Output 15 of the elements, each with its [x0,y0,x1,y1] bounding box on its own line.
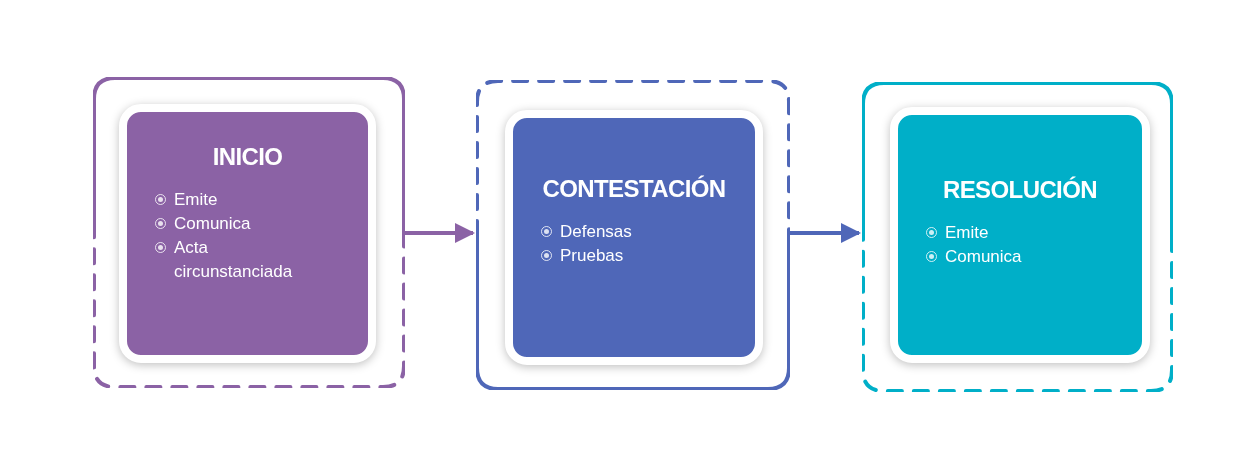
bullet-text: Pruebas [560,245,624,267]
bullet-text: Comunica [174,213,251,235]
arrow [790,223,861,243]
bullet-text: Emite [945,222,989,244]
stage-title: RESOLUCIÓN [943,175,1097,205]
bullet-text: Comunica [945,246,1022,268]
stage-title: INICIO [212,142,283,172]
bullet-text: Defensas [560,221,632,243]
frame-box [93,77,405,388]
bullet-text: Emite [174,189,218,211]
frame-box [476,80,790,390]
bullet-text: Acta circunstanciada [174,237,294,283]
stage-title: CONTESTACIÓN [542,174,726,204]
frame-box [862,82,1173,392]
arrow [405,223,475,243]
